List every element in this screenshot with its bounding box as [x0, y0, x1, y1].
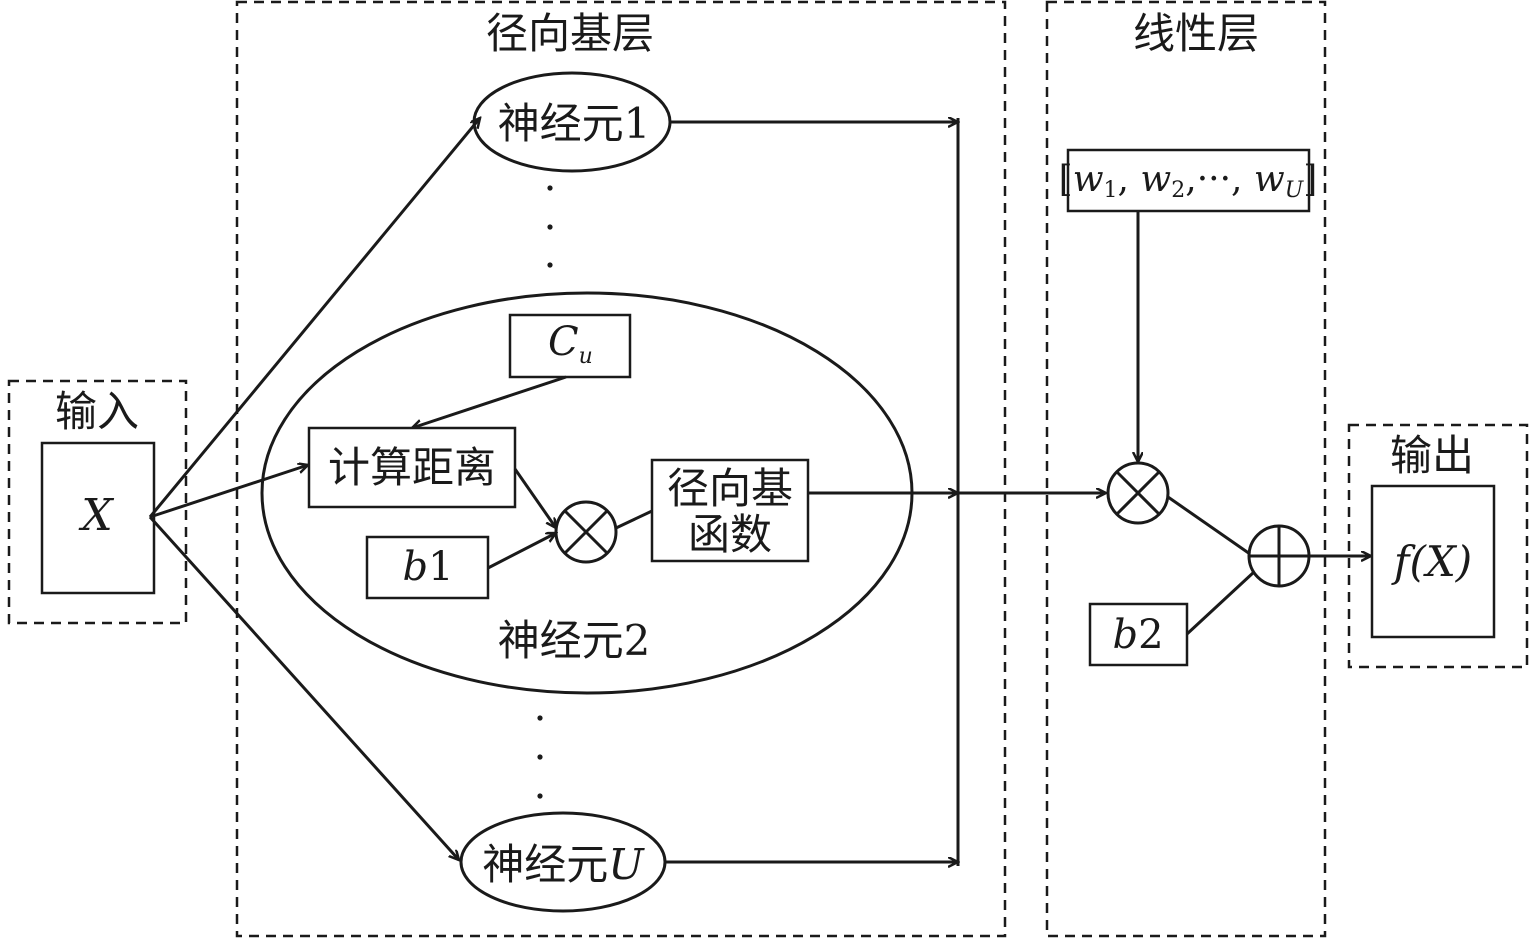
output-group-title: 输出: [1390, 431, 1474, 480]
multiply-icon: [554, 500, 618, 564]
add-icon: [1247, 524, 1311, 588]
ellipsis-dot: [547, 262, 553, 268]
ellipsis-dot: [537, 715, 543, 721]
weights-w: w: [1140, 159, 1171, 200]
weights-ellipsis: ,···,: [1185, 159, 1254, 200]
bias-1-num: 1: [428, 544, 453, 590]
output-group-frame: [1347, 423, 1529, 669]
weights-sep1: ,: [1118, 159, 1141, 200]
weights-w: w: [1073, 159, 1104, 200]
output-arg: (X): [1409, 537, 1472, 586]
ellipsis-dot: [537, 793, 543, 799]
edge-x-to-neuron-u: [148, 515, 459, 860]
rbf-layer-title: 径向基层: [486, 9, 654, 58]
bias-2-var: b: [1112, 612, 1138, 658]
compute-distance-label: 计算距离: [328, 443, 496, 492]
rbf-function-box: [650, 458, 810, 563]
weights-close: ]: [1303, 159, 1317, 200]
neuron-1-label: 神经元1: [498, 99, 651, 148]
edge-x-to-compute-distance: [149, 465, 308, 519]
edge-distance-to-multiply: [513, 468, 556, 528]
center-c-subscript: u: [579, 344, 593, 369]
input-group-title: 输入: [55, 387, 139, 436]
ellipsis-dot: [537, 754, 543, 760]
linear-layer-frame: [1045, 0, 1327, 938]
bias-2-box: [1088, 602, 1189, 667]
rbf-function-label-line2: 函数: [688, 510, 772, 559]
bias-2-num: 2: [1138, 612, 1163, 658]
center-c-label: Cu: [548, 319, 593, 369]
bias-1-label: b1: [402, 544, 453, 590]
weights-label: [w1, w2,···, wU]: [1059, 159, 1318, 203]
weights-sub2: 2: [1171, 178, 1185, 203]
neuron-2-label: 神经元2: [498, 616, 651, 665]
ellipsis-dot: [547, 185, 553, 191]
bias-1-var: b: [402, 544, 428, 590]
bias-1-box: [365, 535, 490, 600]
input-x-label: X: [78, 490, 114, 541]
edge-x-to-neuron-1: [148, 118, 480, 518]
center-c-box: [508, 313, 632, 379]
rbf-layer-frame: [235, 0, 1007, 938]
weights-open: [: [1059, 159, 1073, 200]
edge-b1-to-multiply: [487, 531, 556, 570]
output-box: [1370, 484, 1496, 639]
edge-b2-to-add: [1185, 570, 1256, 636]
weight-multiply-icon: [1106, 461, 1170, 525]
weights-w: w: [1254, 159, 1285, 200]
ellipsis-dot: [547, 224, 553, 230]
bias-2-label: b2: [1112, 612, 1163, 658]
compute-distance-box: [307, 426, 517, 509]
weights-box: [1066, 148, 1311, 213]
rbf-function-label-line1: 径向基: [667, 464, 793, 513]
edge-multiply-to-add: [1167, 495, 1251, 556]
edge-center-to-distance: [412, 375, 567, 428]
linear-layer-title: 线性层: [1133, 9, 1259, 58]
input-x-box: [40, 441, 156, 595]
edge-multiply-to-rbf: [615, 509, 653, 530]
neuron-u-suffix: U: [608, 840, 645, 889]
weights-sub1: 1: [1104, 178, 1118, 203]
neuron-u-prefix: 神经元: [482, 840, 608, 889]
output-label: f(X): [1391, 537, 1472, 586]
neuron-u-label: 神经元U: [482, 840, 645, 889]
input-group-frame: [7, 379, 188, 625]
weights-subU: U: [1285, 178, 1305, 203]
center-c-symbol: C: [548, 319, 579, 365]
